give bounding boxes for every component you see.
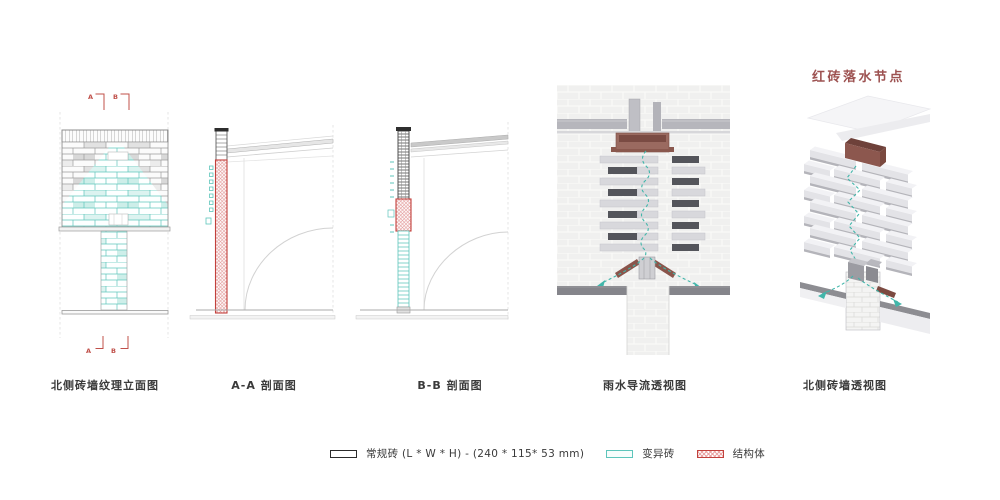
panel-elevation: A B A B xyxy=(58,93,171,355)
section-marker-a-bottom: A xyxy=(86,347,91,355)
legend-item-structure: 结构体 xyxy=(696,446,766,461)
brick-bars xyxy=(599,155,706,252)
panel-label-section-aa: A-A 剖面图 xyxy=(231,379,297,392)
panel-section-bb xyxy=(355,122,509,320)
legend-label: 常规砖 (L * W * H) - (240 * 115* 53 mm) xyxy=(366,448,585,460)
structure-swatch xyxy=(696,449,724,458)
section-markers: A B A B xyxy=(86,93,130,355)
panel-wall-perspective xyxy=(800,95,932,334)
legend-item-regular-brick: 常规砖 (L * W * H) - (240 * 115* 53 mm) xyxy=(330,446,584,461)
panel-label-elevation: 北侧砖墙纹理立面图 xyxy=(51,379,159,392)
panel-rain-perspective xyxy=(557,85,730,355)
drawing-canvas: A B A B xyxy=(58,85,932,355)
panel-label-section-bb: B-B 剖面图 xyxy=(417,379,483,392)
legend: 常规砖 (L * W * H) - (240 * 115* 53 mm) 变异砖… xyxy=(330,446,765,461)
section-marker-a-top: A xyxy=(88,93,93,101)
water-flow-line-iso xyxy=(846,165,861,275)
panel-label-wall-perspective: 北侧砖墙透视图 xyxy=(803,379,887,392)
legend-label: 结构体 xyxy=(732,448,766,460)
panel-label-rain-perspective: 雨水导流透视图 xyxy=(603,379,687,392)
panel-section-aa xyxy=(189,125,336,320)
section-marker-b-top: B xyxy=(113,93,118,101)
legend-item-variant-brick: 变异砖 xyxy=(606,446,674,461)
legend-label: 变异砖 xyxy=(642,448,675,460)
iso-brick-rows xyxy=(804,146,917,276)
perspective-title: 红砖落水节点 xyxy=(812,70,906,85)
section-marker-b-bottom: B xyxy=(111,347,116,355)
variant-brick-swatch xyxy=(606,449,634,458)
regular-brick-swatch xyxy=(330,449,357,458)
